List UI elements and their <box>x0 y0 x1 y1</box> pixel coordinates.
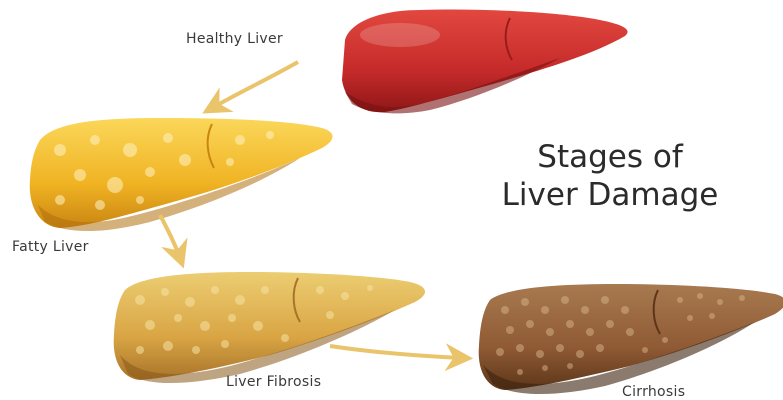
arrow-fibrosis-to-cirrhosis <box>330 346 462 358</box>
arrow-fatty-to-fibrosis <box>160 215 180 258</box>
diagram-title: Stages of Liver Damage <box>460 138 760 214</box>
arrow-healthy-to-fatty <box>212 62 298 108</box>
label-liver-fibrosis: Liver Fibrosis <box>226 374 321 390</box>
fatty-liver <box>30 118 333 231</box>
cirrhosis-liver <box>479 284 783 394</box>
label-fatty-liver: Fatty Liver <box>12 239 89 255</box>
title-line-2: Liver Damage <box>460 176 760 214</box>
liver-fibrosis <box>114 272 425 383</box>
healthy-liver <box>342 9 628 113</box>
title-line-1: Stages of <box>460 138 760 176</box>
label-healthy-liver: Healthy Liver <box>186 31 283 47</box>
